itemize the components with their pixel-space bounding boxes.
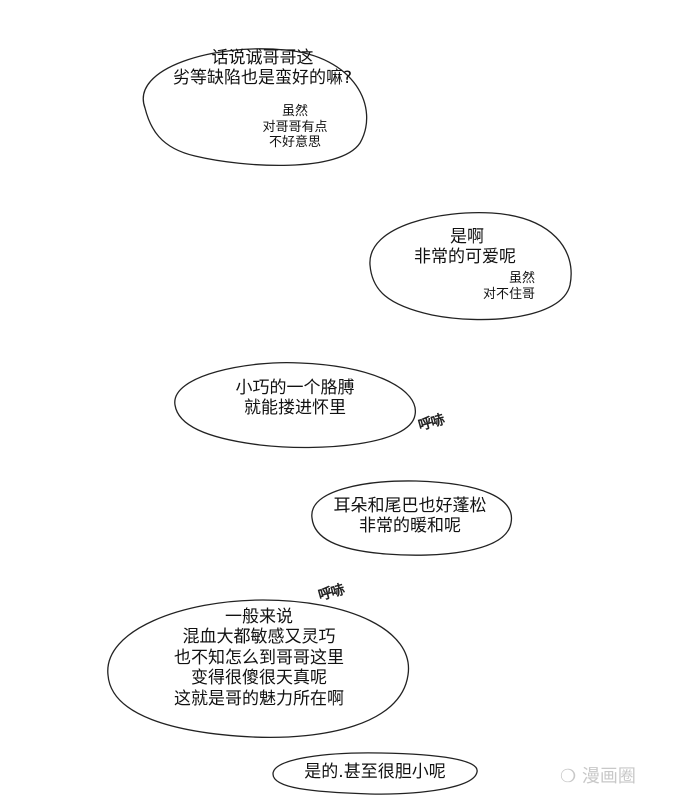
text-line: 小巧的一个胳膊 [235,378,355,398]
speech-bubble-2: 是啊 非常的可爱呢 虽然 对不住哥 [362,205,577,325]
text-line: 对不住哥 [482,286,535,302]
text-line: 对哥哥有点 [262,119,328,135]
bubble-2-aside-text: 虽然 对不住哥 [470,271,535,302]
text-line: 劣等缺陷也是蛮好的嘛? [172,68,353,89]
text-line: 非常的可爱呢 [414,247,516,268]
speech-bubble-4: 耳朵和尾巴也好蓬松 非常的暖和呢 [306,478,514,558]
bubble-1-main-text: 话说诚哥哥这 劣等缺陷也是蛮好的嘛? [165,48,360,89]
watermark-label: 漫画圈 [581,766,636,787]
speech-bubble-5: 一般来说 混血大都敏感又灵巧 也不知怎么到哥哥这里 变得很傻很天真呢 这就是哥的… [103,595,415,740]
bubble-2-main-text: 是啊 非常的可爱呢 [362,227,577,268]
text-line: 也不知怎么到哥哥这里 [174,647,344,668]
text-line: 就能搂进怀里 [244,398,346,419]
text-line: 虽然 [508,271,535,286]
bubble-5-main-text: 一般来说 混血大都敏感又灵巧 也不知怎么到哥哥这里 变得很傻很天真呢 这就是哥的… [103,607,415,709]
text-line: 一般来说 [225,607,293,627]
sound-effect-pant-1: 呼哧 [416,411,446,435]
wechat-icon: ❍ [560,766,577,787]
bubble-6-main-text: 是的.甚至很胆小呢 [304,762,446,782]
speech-bubble-6: 是的.甚至很胆小呢 [270,750,480,795]
bubble-outline [272,752,478,795]
bubble-outline [369,211,572,321]
bubble-outline [142,48,368,167]
bubble-outline [107,599,410,739]
text-line: 变得很傻很天真呢 [191,668,327,689]
text-line: 耳朵和尾巴也好蓬松 [333,496,487,516]
bubble-1-aside-text: 虽然 对哥哥有点 不好意思 [255,104,335,151]
text-line: 虽然 [281,104,308,119]
watermark: ❍ 漫画圈 [560,762,636,788]
text-line: 不好意思 [268,135,321,151]
speech-bubble-1: 话说诚哥哥这 劣等缺陷也是蛮好的嘛? 虽然 对哥哥有点 不好意思 [125,38,370,168]
text-line: 非常的暖和呢 [359,516,461,537]
text-line: 话说诚哥哥这 [211,48,314,68]
text-line: 是啊 [450,227,484,247]
text-line: 混血大都敏感又灵巧 [182,627,336,648]
bubble-3-main-text: 小巧的一个胳膊 就能搂进怀里 [170,378,420,419]
bubble-outline [174,361,416,449]
text-line: 这就是哥的魅力所在啊 [174,688,344,709]
bubble-outline [311,480,513,556]
bubble-4-main-text: 耳朵和尾巴也好蓬松 非常的暖和呢 [306,496,514,537]
speech-bubble-3: 小巧的一个胳膊 就能搂进怀里 [170,360,420,450]
